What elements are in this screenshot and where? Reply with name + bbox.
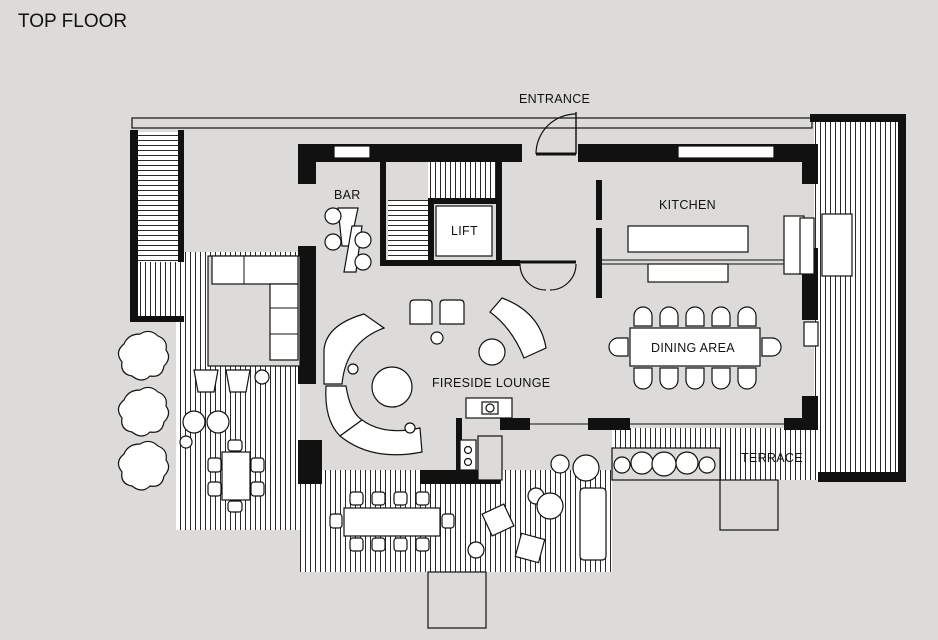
fireplace-table bbox=[371, 366, 413, 408]
railing-top bbox=[131, 117, 813, 129]
tree-icons bbox=[117, 330, 170, 491]
entrance-door[interactable] bbox=[535, 112, 577, 156]
label-kitchen: KITCHEN bbox=[659, 198, 716, 212]
bar-furniture bbox=[324, 207, 372, 273]
sofa-curve-bottom bbox=[339, 419, 423, 456]
label-dining-area: DINING AREA bbox=[651, 341, 735, 355]
outdoor-sofa bbox=[211, 255, 299, 285]
outdoor-table-bottom bbox=[343, 507, 441, 537]
label-fireside-lounge: FIRESIDE LOUNGE bbox=[432, 376, 550, 390]
planter-row bbox=[611, 447, 779, 531]
staircase-left bbox=[130, 130, 184, 322]
outdoor-lounger bbox=[579, 487, 607, 561]
outdoor-table-left bbox=[221, 451, 251, 501]
dining-table bbox=[629, 327, 761, 367]
sofa-curve-top bbox=[323, 313, 386, 385]
kitchen-door[interactable] bbox=[519, 260, 577, 291]
label-lift: LIFT bbox=[451, 224, 478, 238]
terrace-right-walls bbox=[810, 114, 906, 482]
page-title: TOP FLOOR bbox=[18, 11, 127, 32]
stair-core bbox=[380, 158, 520, 266]
kitchen-counter bbox=[647, 263, 729, 283]
label-terrace: TERRACE bbox=[741, 451, 803, 465]
service-fixtures bbox=[456, 397, 513, 481]
label-entrance: ENTRANCE bbox=[519, 92, 590, 106]
outdoor-bench bbox=[821, 213, 853, 277]
bottom-terrace-furniture bbox=[329, 454, 607, 629]
dining-furniture bbox=[608, 306, 782, 390]
kitchen-fixtures bbox=[627, 215, 815, 283]
lift-car bbox=[435, 205, 493, 257]
label-bar: BAR bbox=[334, 188, 361, 202]
lounge-furniture bbox=[323, 297, 547, 456]
left-terrace-furniture bbox=[179, 255, 301, 513]
building-walls bbox=[298, 144, 819, 484]
kitchen-island bbox=[627, 225, 749, 253]
